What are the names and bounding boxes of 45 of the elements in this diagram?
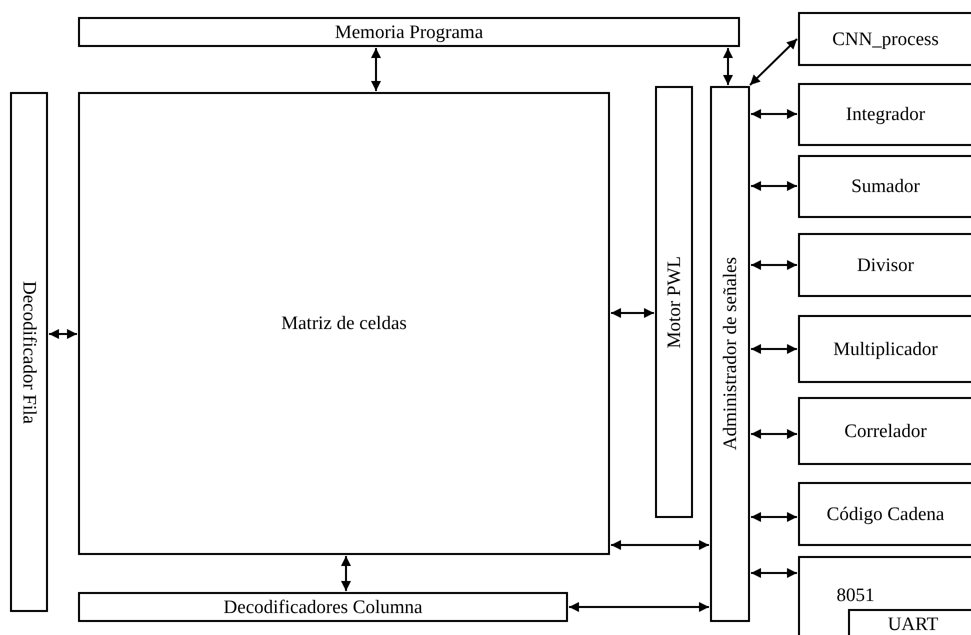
block-label: UART (888, 614, 938, 634)
block-label: Matriz de celdas (281, 314, 407, 333)
block-box (798, 83, 971, 146)
double-arrow (611, 540, 709, 550)
double-arrow (341, 556, 351, 591)
double-arrow (751, 181, 797, 191)
block-label: CNN_process (832, 30, 939, 48)
double-arrow (371, 48, 381, 91)
block-label: Código Cadena (826, 504, 944, 524)
block-label: Divisor (857, 256, 914, 274)
block-label: Correlador (844, 422, 927, 440)
block-label: Decodificadores Columna (224, 598, 422, 616)
block-box (798, 556, 971, 635)
block-box (78, 17, 740, 47)
double-arrow (751, 429, 797, 439)
double-arrow (751, 260, 797, 270)
block-label: Multiplicador (833, 340, 938, 358)
block-label: Decodificador Fila (20, 280, 38, 424)
block-label: Memoria Programa (334, 22, 484, 42)
block-box (848, 609, 971, 635)
block-box (10, 92, 48, 612)
block-box (798, 482, 971, 546)
double-arrow (751, 109, 797, 119)
double-arrow (723, 48, 733, 85)
block-label: Motor PWL (664, 256, 684, 348)
block-box (78, 92, 610, 555)
block-box (798, 233, 971, 297)
block-label: Administrador de señales (720, 257, 740, 451)
double-arrow (751, 512, 797, 522)
block-box (710, 86, 750, 622)
block-label: 8051 (836, 586, 874, 605)
block-box (798, 12, 971, 66)
double-arrow (49, 329, 77, 339)
block-box (655, 86, 693, 518)
double-arrow (751, 344, 797, 354)
double-arrow (751, 568, 797, 578)
block-label: Sumador (851, 177, 920, 196)
block-box (798, 155, 971, 218)
double-arrow (611, 308, 654, 318)
block-box (798, 315, 971, 383)
double-arrow (749, 38, 798, 86)
double-arrow (569, 602, 709, 612)
block-box (78, 592, 568, 622)
block-box (798, 397, 971, 465)
block-label: Integrador (846, 105, 926, 124)
